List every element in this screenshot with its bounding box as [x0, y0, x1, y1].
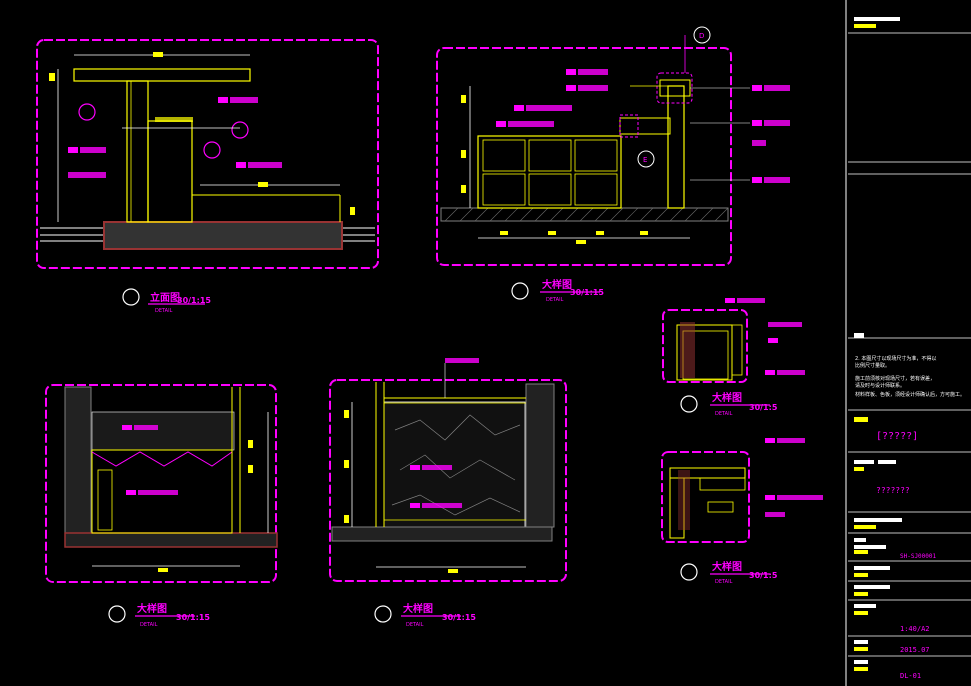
view-scale-text: 30/1:5 — [749, 571, 778, 580]
view-title-text: 大样图 — [542, 278, 572, 291]
notes-line-2: 比例尺寸量取。 — [855, 362, 890, 369]
view-title-text: 立面图 — [150, 291, 180, 304]
view-title-text: 大样图 — [137, 602, 167, 615]
project-name: [?????] — [876, 431, 918, 442]
view-scale-text: 30/1:15 — [177, 296, 211, 305]
drawing-name: ??????? — [876, 486, 910, 495]
view-title-top-left: 立面图 30/1:15 DETAIL — [122, 288, 211, 314]
notes-line-5: 材料样板、色板，须经设计师确认后，方可施工。 — [855, 391, 965, 398]
notes-line-1: 2. 本图尺寸以现场尺寸为准，不得以 — [855, 355, 936, 362]
view-title-bottom-mid: 大样图 30/1:15 DETAIL — [374, 602, 476, 628]
elevation-view-top-left — [36, 39, 379, 269]
view-scale-text: 30/1:5 — [749, 403, 778, 412]
view-scale-text: 30/1:15 — [570, 288, 604, 297]
notes-line-3: 施工前须核对现场尺寸，若有误差， — [855, 375, 935, 382]
callout-d: D — [699, 32, 704, 40]
view-sub-text: DETAIL — [155, 308, 173, 314]
view-sub-text: DETAIL — [715, 411, 733, 417]
elevation-view-bottom-mid — [329, 358, 567, 582]
view-title-text: 大样图 — [403, 602, 433, 615]
view-title-detail-c: 大样图 30/1:5 DETAIL — [680, 560, 778, 585]
drawing-number: SH-SJ00001 — [900, 553, 937, 560]
sheet-number: DL-01 — [900, 672, 921, 680]
drawing-date: 2015.07 — [900, 646, 930, 654]
view-title-bottom-left: 大样图 30/1:15 DETAIL — [108, 602, 210, 628]
detail-view-b — [662, 298, 805, 383]
detail-view-c — [661, 438, 823, 543]
view-scale-text: 30/1:15 — [176, 613, 210, 622]
view-title-text: 大样图 — [712, 391, 742, 404]
elevation-view-top-right: D E — [436, 26, 790, 266]
view-sub-text: DETAIL — [546, 297, 564, 303]
notes-line-4: 请及时与设计师联系。 — [855, 382, 905, 389]
elevation-view-bottom-left — [45, 384, 278, 583]
view-sub-text: DETAIL — [715, 579, 733, 585]
view-sub-text: DETAIL — [140, 622, 158, 628]
view-title-detail-b: 大样图 30/1:5 DETAIL — [680, 391, 778, 417]
callout-e: E — [643, 156, 647, 164]
drawing-scale: 1:40/A2 — [900, 625, 930, 633]
view-title-top-right: 大样图 30/1:15 DETAIL — [511, 278, 604, 303]
view-scale-text: 30/1:15 — [442, 613, 476, 622]
view-title-text: 大样图 — [712, 560, 742, 573]
title-block: 2. 本图尺寸以现场尺寸为准，不得以 比例尺寸量取。 施工前须核对现场尺寸，若有… — [845, 0, 971, 686]
view-sub-text: DETAIL — [406, 622, 424, 628]
